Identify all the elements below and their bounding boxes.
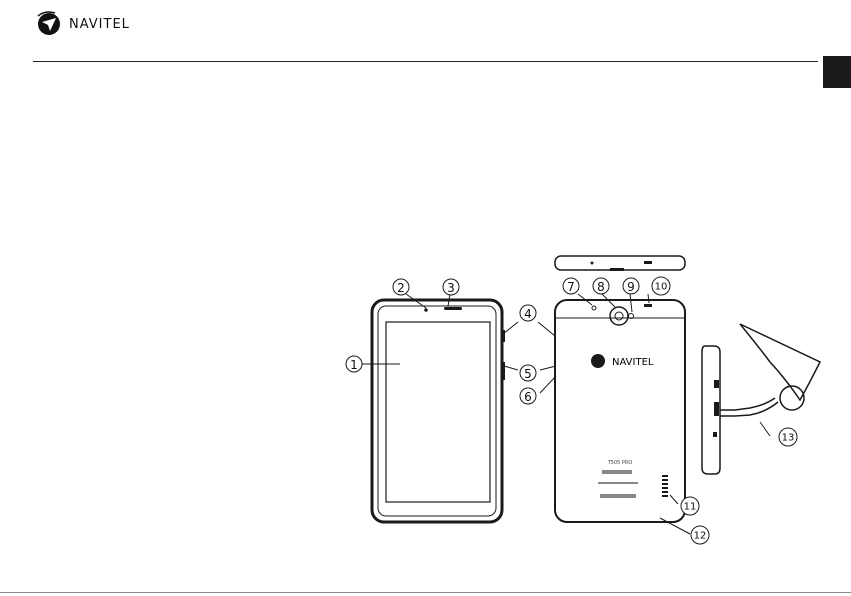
- callout-2: 2: [397, 281, 405, 295]
- back-view: NAVITEL T505 PRO: [555, 300, 685, 522]
- speaker-slot-icon: [444, 307, 462, 310]
- callout-3: 3: [447, 281, 455, 295]
- header-rule: [33, 61, 818, 62]
- callout-10: 10: [655, 282, 668, 293]
- callout-8: 8: [597, 280, 605, 294]
- side-mount-view: [702, 324, 820, 474]
- back-logo-icon: [591, 354, 605, 368]
- callout-9: 9: [627, 280, 635, 294]
- navitel-logo-icon: [35, 10, 63, 38]
- callout-13: 13: [782, 433, 795, 444]
- callout-12: 12: [694, 531, 707, 542]
- callout-5: 5: [524, 367, 532, 381]
- top-edge-view: [555, 256, 685, 271]
- callout-6: 6: [524, 390, 532, 404]
- device-figure: NAVITEL T505 PRO: [330, 250, 830, 550]
- callout-11: 11: [684, 502, 697, 513]
- back-brand: NAVITEL: [612, 357, 654, 368]
- callout-leaders: [361, 294, 770, 534]
- rear-camera-icon: [610, 307, 628, 325]
- callout-4: 4: [524, 307, 532, 321]
- callout-1: 1: [350, 358, 358, 372]
- header-logo: NAVITEL: [35, 10, 130, 38]
- speaker-grille: [662, 475, 668, 497]
- front-camera-icon: [424, 308, 428, 312]
- callout-7: 7: [567, 280, 575, 294]
- brand-name: NAVITEL: [69, 17, 130, 32]
- language-tab: [823, 56, 851, 88]
- model-label: T505 PRO: [607, 460, 633, 466]
- suction-cup-icon: [740, 324, 820, 400]
- footer-rule: [0, 592, 851, 593]
- front-view: [372, 300, 505, 522]
- device-diagram: NAVITEL T505 PRO: [330, 250, 830, 550]
